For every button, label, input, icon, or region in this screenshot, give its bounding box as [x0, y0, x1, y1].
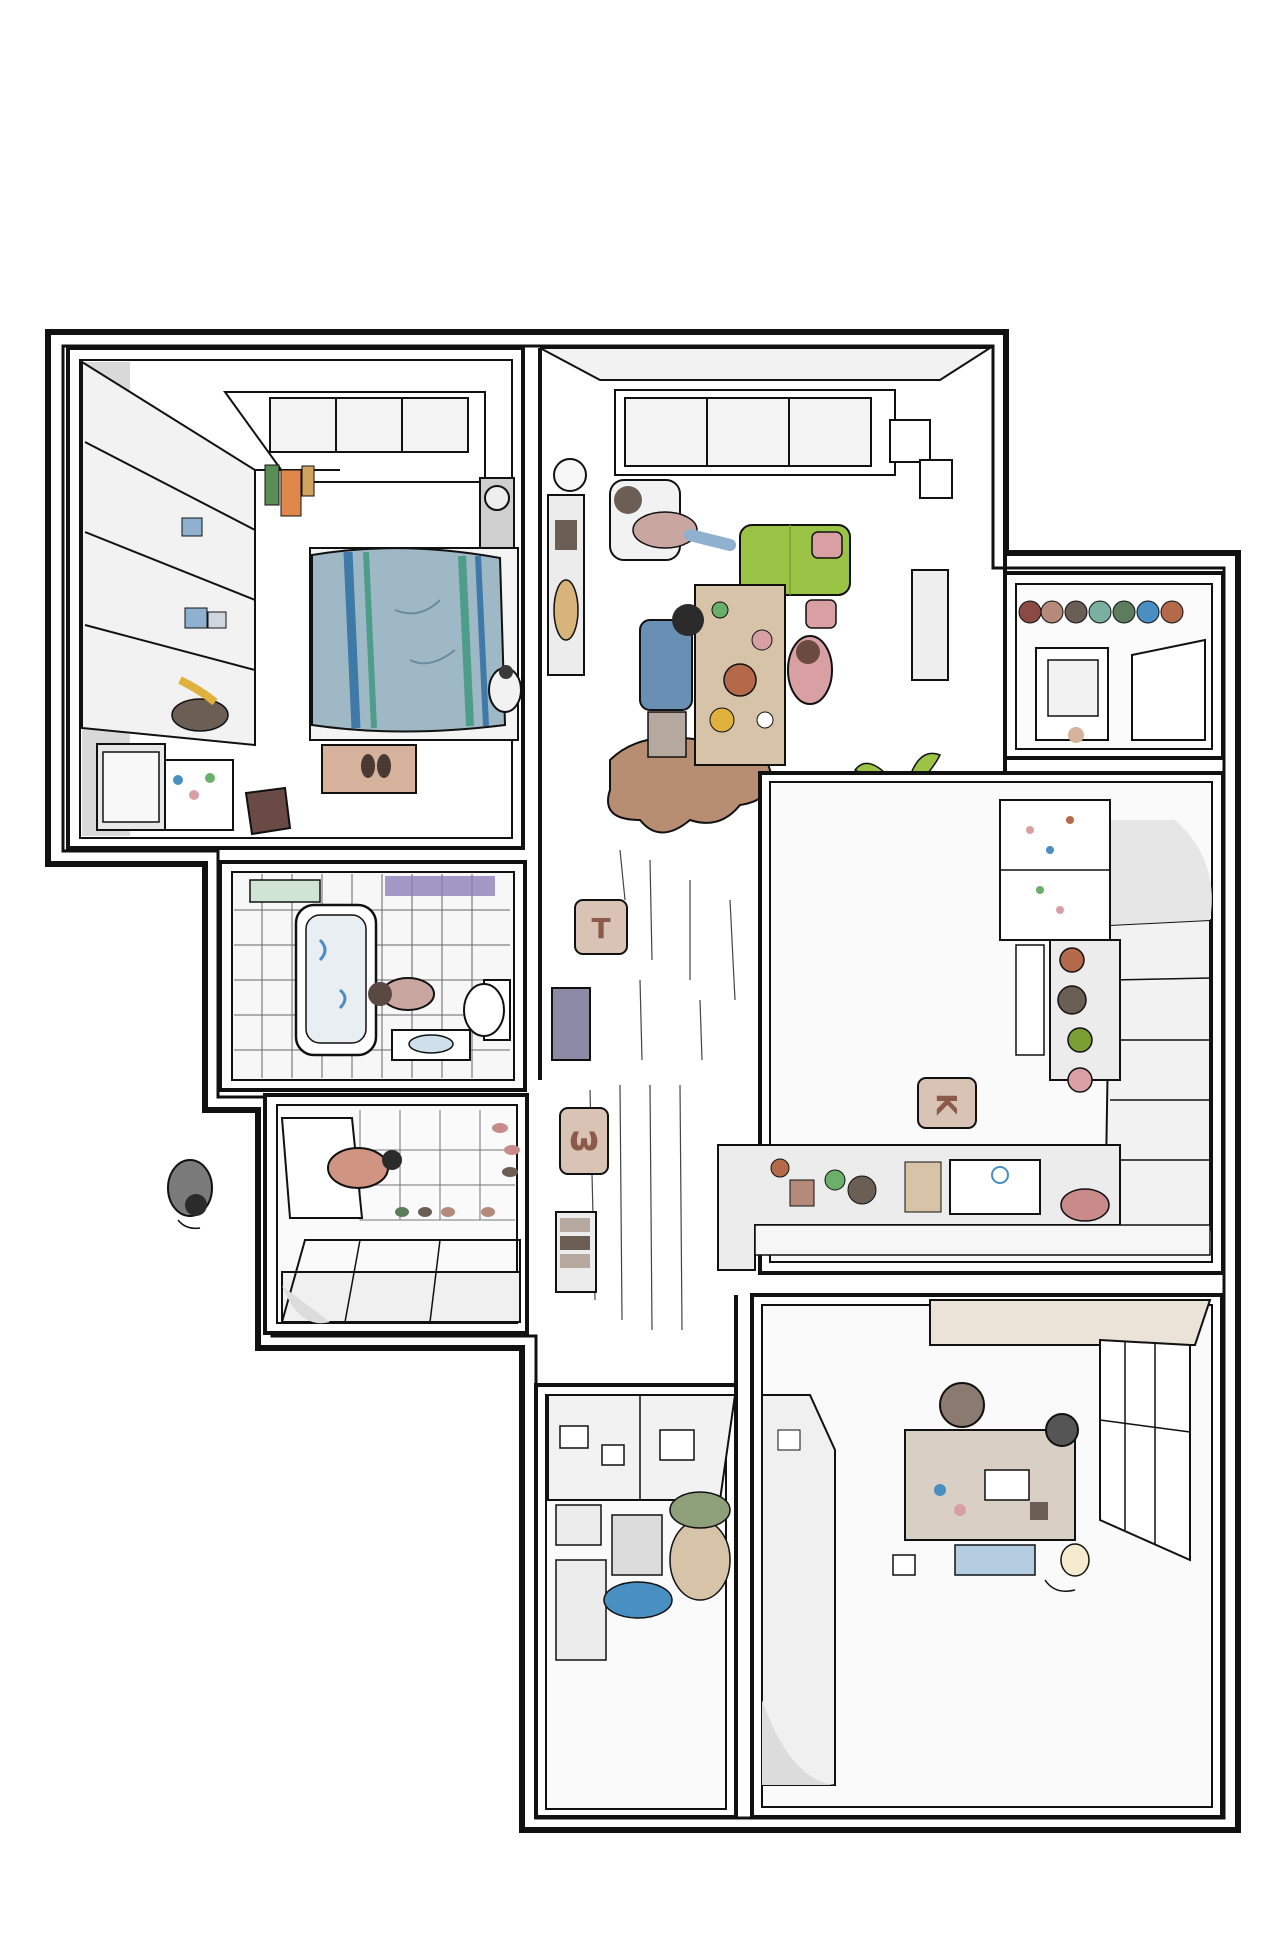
laptop-icon	[984, 1469, 1030, 1501]
bathroom	[218, 860, 527, 1092]
entrance-mat: ω	[559, 1107, 609, 1175]
wardrobe-icon	[761, 1394, 836, 1786]
sofa-icon	[739, 524, 851, 629]
study-room	[750, 1293, 1224, 1819]
storage-room	[534, 1383, 738, 1819]
chair-icon	[939, 1382, 1079, 1447]
visitor-person-icon	[167, 1159, 213, 1230]
room-walls	[538, 348, 1007, 1817]
slippers-icon	[361, 754, 391, 778]
shoe-cabinet	[281, 1271, 521, 1323]
wardrobe-icon	[81, 360, 256, 747]
hallway-mat: T	[574, 899, 628, 955]
window-icon	[223, 391, 486, 483]
person-icon	[327, 1147, 402, 1189]
window-icon	[1099, 1338, 1191, 1562]
entrance	[263, 1093, 529, 1335]
person-icon	[368, 977, 435, 1011]
hallway-mat-label: T	[591, 912, 610, 945]
wall-frame	[919, 459, 953, 499]
cat-icon	[488, 665, 522, 713]
shelf-icon	[547, 458, 587, 676]
refrigerator-icon	[999, 799, 1111, 941]
kitchen-mat-label: K	[930, 1093, 963, 1116]
hallway: ω	[540, 987, 720, 1380]
clothes-rack-icon	[255, 464, 340, 517]
door-icon	[280, 1117, 364, 1219]
kitchen-counter	[717, 1144, 1211, 1271]
desk-icon	[904, 1429, 1076, 1541]
books-icon	[954, 1544, 1036, 1576]
window-icon	[614, 389, 896, 476]
sink-icon	[391, 1029, 471, 1061]
stool-icon	[244, 786, 292, 836]
laundry-room	[1003, 571, 1225, 760]
sink-icon	[949, 1159, 1041, 1215]
armchair-icon	[609, 479, 736, 561]
bathtub-icon	[294, 903, 378, 1057]
nightstand-icon	[479, 477, 515, 559]
master-bedroom	[66, 346, 525, 850]
washing-machine-icon	[1035, 647, 1109, 743]
toilet-icon	[463, 979, 511, 1041]
bed-blanket	[311, 547, 507, 733]
person-icon	[787, 635, 833, 705]
kitchen-mat: K	[917, 1077, 977, 1129]
mirror-icon	[96, 743, 234, 831]
wall-frame	[889, 419, 931, 463]
rug-icon	[321, 744, 417, 794]
dining-table-icon	[694, 584, 786, 766]
wall-frame	[911, 569, 949, 681]
shoe-rack-icon	[395, 1123, 520, 1217]
person-icon	[639, 604, 704, 758]
kitchen: K	[717, 771, 1225, 1275]
dog-icon	[1044, 1543, 1090, 1592]
bottles-shelf	[1018, 600, 1184, 624]
storage-box	[551, 987, 591, 1061]
stove-icon	[1049, 939, 1121, 1093]
entrance-mat-label: ω	[569, 1119, 599, 1159]
bed-icon	[309, 547, 519, 741]
